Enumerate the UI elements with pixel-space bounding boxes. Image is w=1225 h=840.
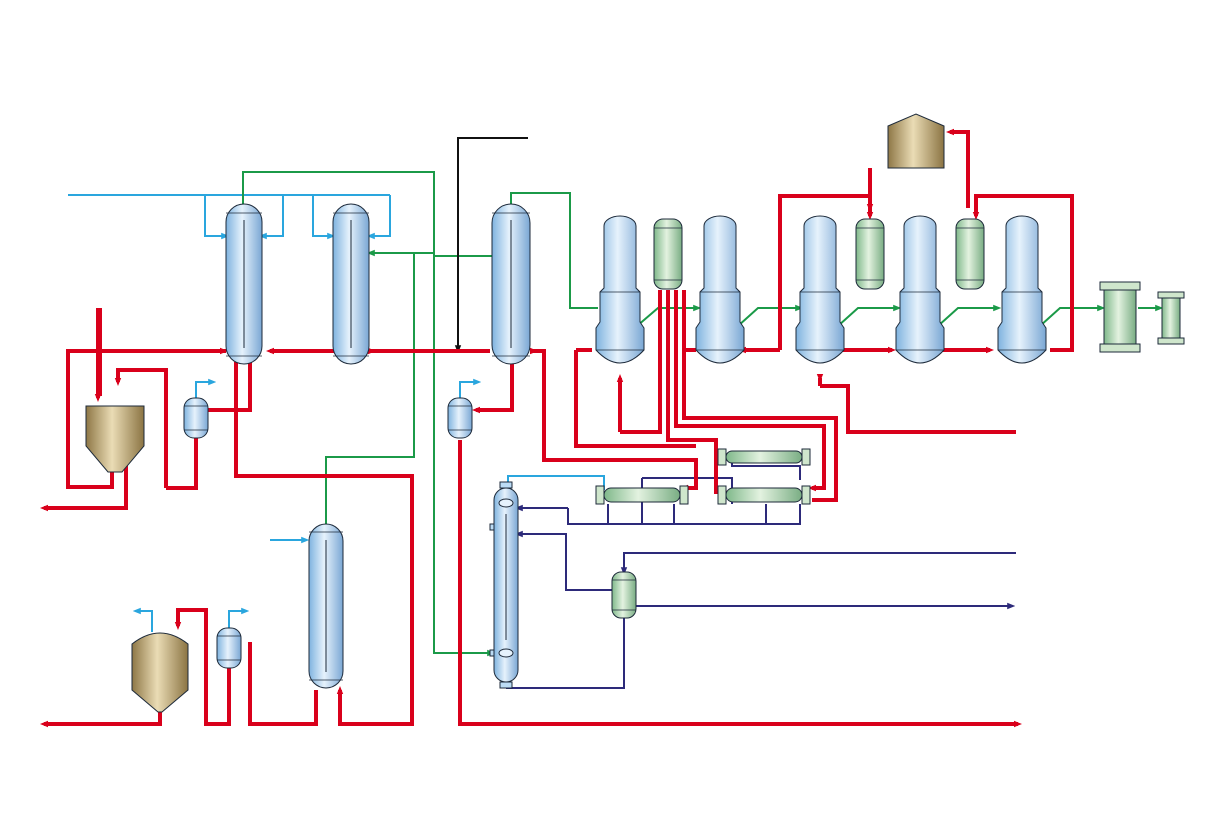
heat-exchanger-3[interactable] xyxy=(717,448,811,466)
reboiler-column[interactable] xyxy=(308,523,344,689)
flash-drum[interactable] xyxy=(611,571,637,619)
evaporator-2[interactable] xyxy=(695,215,745,364)
pipe-network xyxy=(40,128,1164,728)
product-tank[interactable] xyxy=(131,632,189,713)
stripper-column[interactable] xyxy=(489,481,519,689)
equipment-layer xyxy=(85,113,1185,713)
hopper-tank[interactable] xyxy=(85,405,145,473)
column-2[interactable] xyxy=(332,203,370,365)
storage-tank-top[interactable] xyxy=(887,113,945,169)
heat-exchanger-1[interactable] xyxy=(595,485,689,505)
evaporator-5[interactable] xyxy=(997,215,1047,364)
condenser-2[interactable] xyxy=(1157,291,1185,345)
reflux-drum-1[interactable] xyxy=(183,397,209,439)
evaporator-4[interactable] xyxy=(895,215,945,364)
separator-1[interactable] xyxy=(653,218,683,290)
evaporator-3[interactable] xyxy=(795,215,845,364)
evaporator-1[interactable] xyxy=(595,215,645,364)
reflux-drum-3[interactable] xyxy=(216,627,242,669)
feed-line xyxy=(454,137,528,354)
column-3[interactable] xyxy=(491,203,531,365)
heat-exchanger-2[interactable] xyxy=(717,485,811,505)
reflux-drum-2[interactable] xyxy=(447,397,473,439)
column-1[interactable] xyxy=(225,203,263,365)
separator-3[interactable] xyxy=(955,218,985,290)
condenser-1[interactable] xyxy=(1099,281,1141,353)
separator-2[interactable] xyxy=(855,218,885,290)
